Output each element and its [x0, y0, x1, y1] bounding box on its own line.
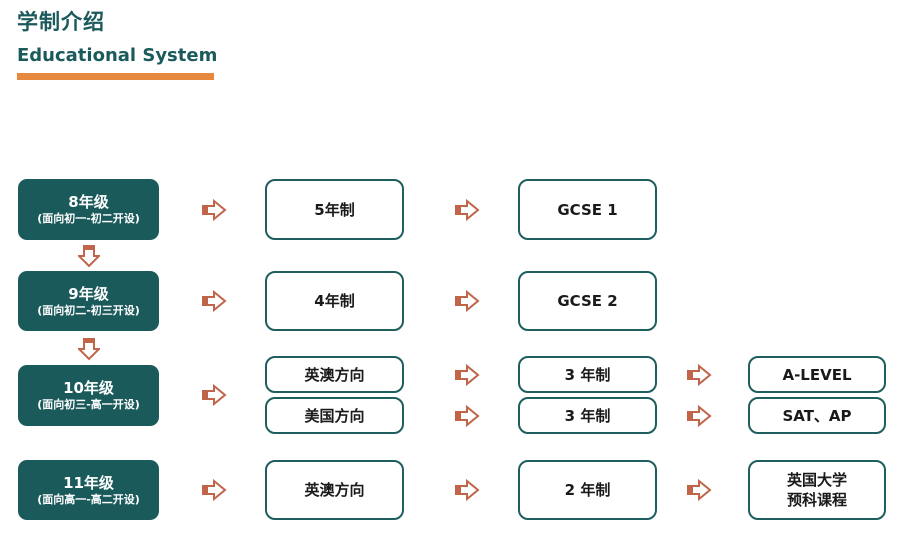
title-underline — [17, 73, 214, 80]
program-box: GCSE 2 — [518, 271, 657, 331]
grade-range: (面向初二-初三开设) — [37, 303, 140, 317]
grade-name: 11年级 — [63, 473, 114, 492]
arrow-right-icon — [686, 405, 712, 427]
program-box: GCSE 1 — [518, 179, 657, 240]
arrow-right-icon — [686, 479, 712, 501]
grade-range: (面向高一-高二开设) — [37, 492, 140, 506]
program-box: 2 年制 — [518, 460, 657, 520]
grade-name: 8年级 — [68, 193, 109, 211]
arrow-right-icon — [201, 384, 227, 406]
arrow-down-icon — [78, 337, 100, 361]
track-box: 英澳方向 — [265, 460, 404, 520]
arrow-right-icon — [201, 479, 227, 501]
arrow-right-icon — [201, 290, 227, 312]
grade-range: (面向初一-初二开设) — [37, 212, 140, 225]
grade-range: (面向初三-高一开设) — [37, 398, 140, 411]
arrow-right-icon — [454, 364, 480, 386]
track-box: 美国方向 — [265, 397, 404, 434]
track-box: 5年制 — [265, 179, 404, 240]
grade-8-badge: 8年级 (面向初一-初二开设) — [18, 179, 159, 240]
grade-name: 9年级 — [68, 284, 109, 303]
track-box: 4年制 — [265, 271, 404, 331]
program-box: 3 年制 — [518, 356, 657, 393]
arrow-right-icon — [201, 199, 227, 221]
grade-9-badge: 9年级 (面向初二-初三开设) — [18, 271, 159, 331]
track-box: 英澳方向 — [265, 356, 404, 393]
page-title-en: Educational System — [17, 45, 218, 66]
arrow-down-icon — [78, 244, 100, 268]
grade-11-badge: 11年级 (面向高一-高二开设) — [18, 460, 159, 520]
outcome-box: 英国大学 预科课程 — [748, 460, 886, 520]
arrow-right-icon — [686, 364, 712, 386]
grade-name: 10年级 — [63, 379, 114, 397]
outcome-box: A-LEVEL — [748, 356, 886, 393]
arrow-right-icon — [454, 199, 480, 221]
arrow-right-icon — [454, 405, 480, 427]
outcome-box: SAT、AP — [748, 397, 886, 434]
arrow-right-icon — [454, 290, 480, 312]
program-box: 3 年制 — [518, 397, 657, 434]
arrow-right-icon — [454, 479, 480, 501]
grade-10-badge: 10年级 (面向初三-高一开设) — [18, 365, 159, 426]
page-title-cn: 学制介绍 — [17, 10, 105, 34]
